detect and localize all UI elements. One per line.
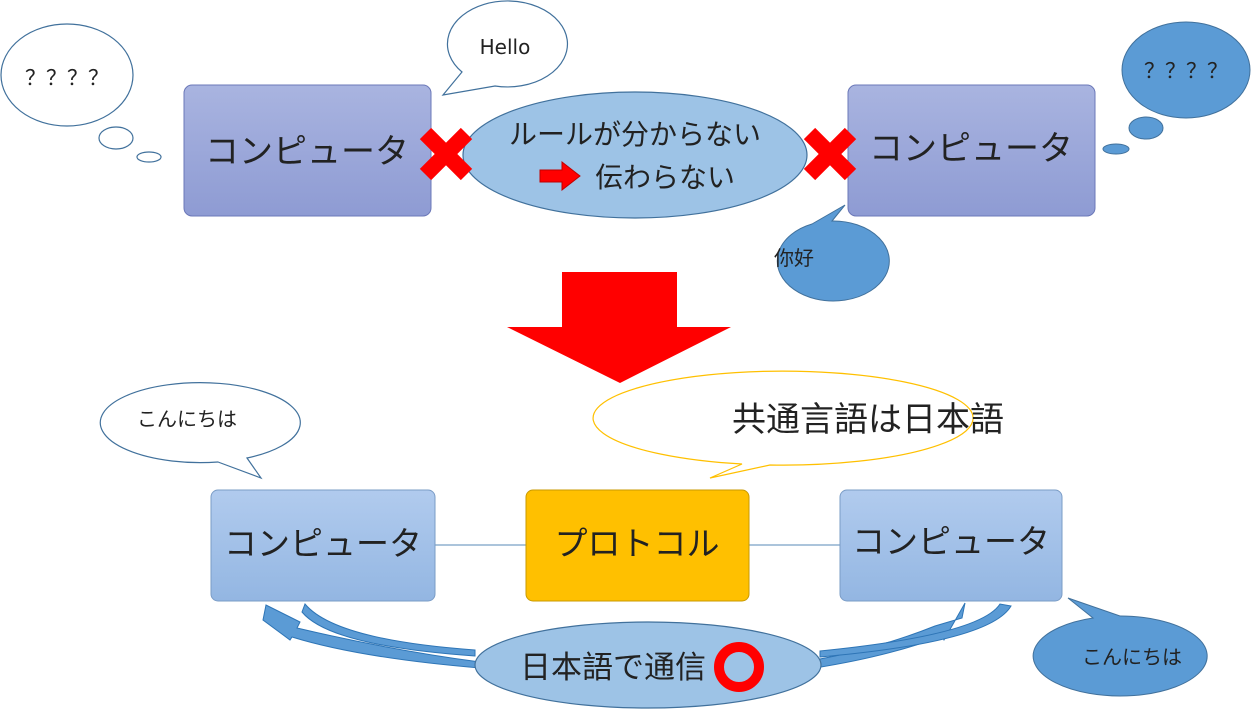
- speech-bubble-konnichiwa-right: こんにちは: [1032, 597, 1208, 697]
- big-down-arrow: [507, 272, 731, 383]
- computer-box-bottom-left: コンピュータ: [210, 489, 436, 602]
- cross-icon-left: [419, 127, 473, 181]
- speech-text-nihao: 你好: [774, 246, 814, 270]
- thought-bubble-left: ？？？？: [0, 23, 162, 163]
- center-text-line1: ルールが分からない: [509, 118, 761, 151]
- curved-arrow-left: [262, 603, 481, 669]
- thought-text-right: ？？？？: [1144, 59, 1228, 83]
- speech-text-hello: Hello: [480, 35, 531, 59]
- thought-text-left: ？？？？: [25, 66, 109, 90]
- small-arrow-icon: [539, 160, 581, 192]
- computer-box-top-left: コンピュータ: [183, 84, 432, 217]
- speech-text-konnichiwa-left: こんにちは: [137, 407, 237, 431]
- computer-label-bottom-left: コンピュータ: [224, 524, 422, 563]
- center-ellipse-top: ルールが分からない 伝わらない: [462, 91, 808, 219]
- communication-ellipse: 日本語で通信: [474, 621, 822, 709]
- computer-label-bottom-right: コンピュータ: [852, 522, 1050, 561]
- speech-text-common-language: 共通言語は日本語: [732, 400, 1004, 440]
- speech-bubble-nihao: 你好: [774, 204, 890, 302]
- speech-text-konnichiwa-right: こんにちは: [1082, 645, 1182, 669]
- curved-arrow-right: [814, 602, 1012, 669]
- protocol-box: プロトコル: [525, 489, 750, 602]
- speech-bubble-konnichiwa-left: こんにちは: [99, 382, 301, 480]
- center-text-line2: 伝わらない: [595, 161, 735, 194]
- computer-label-top-right: コンピュータ: [869, 129, 1073, 169]
- computer-box-top-right: コンピュータ: [847, 84, 1096, 217]
- computer-label-top-left: コンピュータ: [205, 132, 409, 172]
- speech-bubble-common-language: 共通言語は日本語: [592, 370, 1004, 479]
- cross-icon-right: [803, 127, 857, 181]
- computer-box-bottom-right: コンピュータ: [839, 489, 1063, 602]
- thought-bubble-right: ？？？？: [1102, 21, 1251, 155]
- protocol-label: プロトコル: [555, 524, 720, 563]
- ok-circle-icon: [714, 642, 764, 692]
- communication-text: 日本語で通信: [520, 650, 706, 686]
- speech-bubble-hello: Hello: [441, 0, 569, 96]
